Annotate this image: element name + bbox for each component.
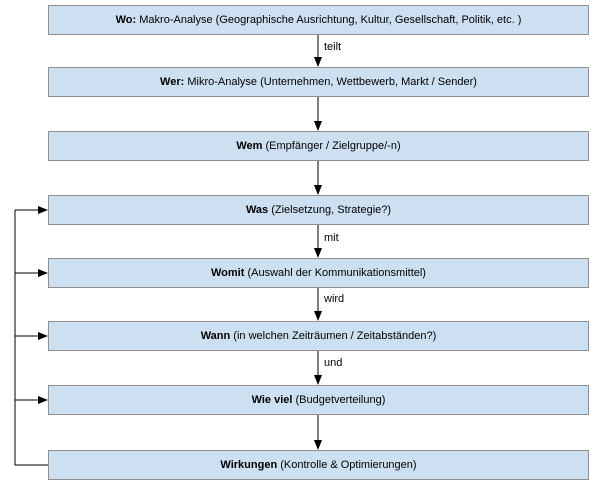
node-wieviel-keyword: Wie viel [251, 393, 293, 406]
node-wem-keyword: Wem [236, 139, 263, 152]
node-wirkungen-keyword: Wirkungen [220, 458, 278, 471]
node-wann-keyword: Wann [200, 329, 231, 342]
node-wieviel-text: (Budgetverteilung) [292, 393, 386, 406]
node-was: Was (Zielsetzung, Strategie?) [48, 195, 589, 225]
node-wieviel: Wie viel (Budgetverteilung) [48, 385, 589, 415]
node-wer: Wer: Mikro-Analyse (Unternehmen, Wettbew… [48, 67, 589, 97]
edge-label-wann-wieviel: und [324, 357, 343, 369]
node-wirkungen: Wirkungen (Kontrolle & Optimierungen) [48, 450, 589, 480]
node-wo-text: Makro-Analyse (Geographische Ausrichtung… [136, 13, 522, 26]
node-was-keyword: Was [245, 203, 269, 216]
node-wem: Wem (Empfänger / Zielgruppe/-n) [48, 131, 589, 161]
edge-label-wo-wer: teilt [324, 41, 342, 53]
edge-label-was-womit: mit [324, 232, 339, 244]
node-womit-text: (Auswahl der Kommunikationsmittel) [244, 266, 426, 279]
node-was-text: (Zielsetzung, Strategie?) [268, 203, 392, 216]
node-wem-text: (Empfänger / Zielgruppe/-n) [262, 139, 401, 152]
edge-label-womit-wann: wird [324, 293, 345, 305]
node-wann: Wann (in welchen Zeiträumen / Zeitabstän… [48, 321, 589, 351]
node-wo: Wo: Makro-Analyse (Geographische Ausrich… [48, 5, 589, 35]
node-womit: Womit (Auswahl der Kommunikationsmittel) [48, 258, 589, 288]
node-wer-text: Mikro-Analyse (Unternehmen, Wettbewerb, … [184, 75, 477, 88]
node-wo-keyword: Wo: [115, 13, 137, 26]
feedback-loop-line [14, 210, 48, 466]
node-wann-text: (in welchen Zeiträumen / Zeitabständen?) [230, 329, 437, 342]
node-womit-keyword: Womit [211, 266, 245, 279]
node-wer-keyword: Wer: [160, 75, 185, 88]
node-wirkungen-text: (Kontrolle & Optimierungen) [277, 458, 417, 471]
